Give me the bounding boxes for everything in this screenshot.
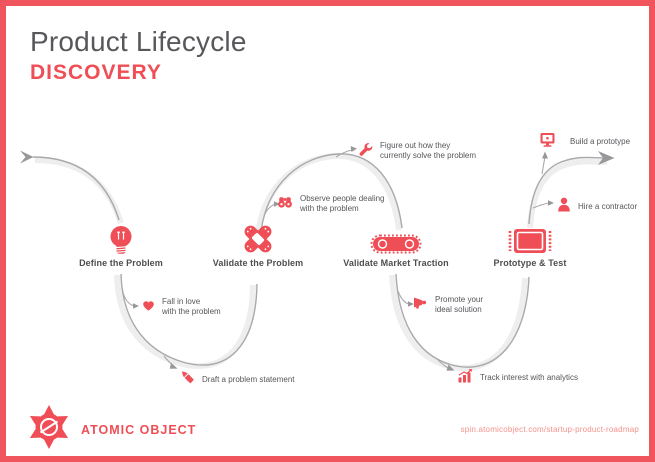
annotation-hire-contractor: Hire a contractor: [557, 196, 637, 217]
footer-url: spin.atomicobject.com/startup-product-ro…: [460, 425, 639, 434]
megaphone-icon: [413, 296, 428, 314]
path-segment-1-2: [120, 273, 258, 366]
node-validate-market-traction: Validate Market Traction: [321, 222, 471, 268]
annotation-track-interest: Track interest with analytics: [458, 368, 578, 388]
node-prototype-test: Prototype & Test: [455, 222, 605, 268]
footer-brand: ATOMIC OBJECT: [26, 404, 196, 455]
node-define-problem: Define the Problem: [46, 222, 196, 268]
binoculars-icon: [277, 195, 293, 213]
annotation-text: Hire a contractor: [578, 201, 638, 211]
node-label: Validate the Problem: [212, 258, 304, 268]
end-arrowhead: [598, 151, 615, 165]
path-segments: [32, 153, 607, 368]
start-fletching: [20, 150, 34, 164]
annotation-draft-statement: Draft a problem statement: [180, 369, 294, 390]
annotation-text: Draft a problem statement: [202, 374, 295, 384]
annotation-build-prototype: Build a prototype: [539, 131, 630, 152]
bandage-icon: [238, 222, 278, 256]
node-label: Define the Problem: [79, 258, 163, 268]
person-icon: [557, 197, 571, 217]
path-segment-start: [32, 156, 120, 221]
tank-tread-icon: [369, 222, 423, 256]
heart-icon: [142, 298, 155, 316]
analytics-icon: [458, 369, 473, 388]
path-segment-2-3: [260, 153, 403, 232]
node-validate-problem: Validate the Problem: [183, 222, 333, 268]
node-label: Prototype & Test: [493, 258, 567, 268]
wrench-icon: [358, 142, 373, 162]
header: Product Lifecycle DISCOVERY: [30, 27, 247, 84]
path-branches: [121, 149, 550, 370]
lightbulb-icon: [108, 222, 134, 256]
monitor-icon: [539, 132, 556, 152]
path-segment-end: [528, 156, 607, 225]
path-segment-3-4: [395, 273, 530, 368]
breadboard-icon: [506, 222, 554, 256]
atomic-object-logo-icon: [26, 404, 72, 455]
annotation-text: Build a prototype: [570, 136, 631, 146]
page-subtitle: DISCOVERY: [30, 61, 162, 84]
pencil-icon: [180, 370, 195, 390]
node-label: Validate Market Traction: [343, 258, 449, 268]
brand-name: ATOMIC OBJECT: [81, 422, 197, 437]
annotation-text: Track interest with analytics: [480, 373, 578, 383]
path-markers: [20, 146, 615, 371]
page-title: Product Lifecycle: [30, 26, 247, 57]
